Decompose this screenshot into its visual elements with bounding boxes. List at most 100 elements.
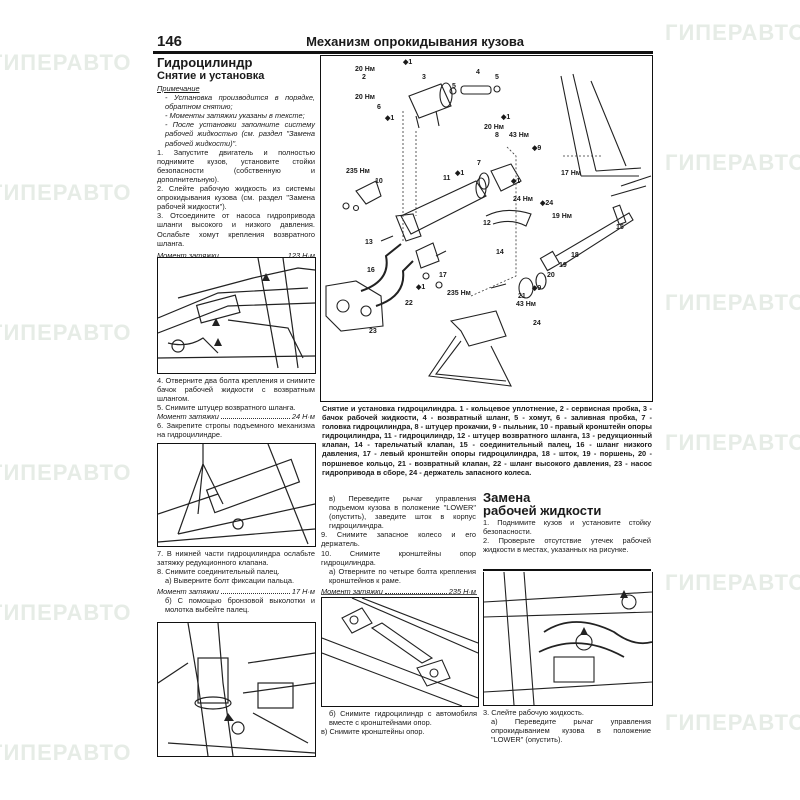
callout: 10: [375, 178, 383, 185]
callout: 43 Нм: [516, 301, 536, 308]
callout: ◆9: [532, 285, 542, 292]
torque-label: Момент затяжки: [157, 587, 219, 597]
figure-leak-check: [483, 572, 653, 706]
callout: 17: [439, 272, 447, 279]
watermark: ГИПЕРАВТО: [665, 290, 800, 315]
torque-label: Момент затяжки: [157, 412, 219, 422]
torque-label: Момент затяжки: [157, 250, 219, 260]
watermark: ГИПЕРАВТО: [0, 180, 132, 205]
middle-steps-bottom: б) Снимите гидроцилиндр с автомобиля вме…: [321, 709, 477, 736]
callout: 5: [495, 74, 499, 81]
torque-value: 123 Н·м: [287, 250, 315, 260]
callout: 4: [476, 69, 480, 76]
callout: 19: [559, 262, 567, 269]
step: а) Переведите рычаг управления опрокидыв…: [491, 717, 651, 745]
callout: 8: [495, 132, 499, 139]
callout: ◆1: [385, 115, 395, 122]
caption-body: 1 - кольцевое уплотнение, 2 - сервисная …: [322, 404, 652, 477]
torque-spec: Момент затяжки 24 Н·м: [157, 412, 315, 421]
left-section: Гидроцилиндр Снятие и установка Примечан…: [157, 55, 315, 260]
callout: 20 Нм: [355, 66, 375, 73]
watermark: ГИПЕРАВТО: [665, 150, 800, 175]
left-steps-7-8: 7. В нижней части гидроцилиндра ослабьте…: [157, 549, 315, 615]
callout: ◆9: [532, 145, 542, 152]
step: 9. Снимите запасное колесо и его держате…: [321, 530, 476, 549]
divider: [483, 569, 651, 571]
right-section: Замена рабочей жидкости 1. Поднимите куз…: [483, 491, 651, 554]
watermark: ГИПЕРАВТО: [0, 740, 132, 765]
step: б) С помощью бронзовой выколотки и молот…: [165, 596, 315, 615]
callout: ◆1: [501, 114, 511, 121]
section-title: Гидроцилиндр: [157, 55, 253, 70]
callout: ◆1: [455, 170, 465, 177]
step: 8. Снимите соединительный палец.: [157, 567, 280, 577]
step: 5. Снимите штуцер возвратного шланга.: [157, 403, 296, 413]
callout: 20 Нм: [484, 124, 504, 131]
callout: ◆24: [540, 200, 554, 207]
callout: 235 Нм: [447, 290, 471, 297]
callout: ◆1: [511, 178, 521, 185]
callout: 43 Нм: [509, 132, 529, 139]
step: 10. Снимите кронштейны опор гидроцилиндр…: [321, 548, 476, 567]
callout: 5: [452, 83, 456, 90]
watermark: ГИПЕРАВТО: [0, 600, 132, 625]
page-number: 146: [157, 33, 183, 50]
callout: 23: [369, 328, 377, 335]
right-steps-bottom: 3. Слейте рабочую жидкость. а) Переведит…: [483, 708, 651, 744]
step: 2. Слейте рабочую жидкость из системы оп…: [157, 184, 315, 212]
watermark: ГИПЕРАВТО: [665, 430, 800, 455]
callout: 22: [405, 300, 413, 307]
note-item: - Моменты затяжки указаны в тексте;: [165, 111, 305, 121]
callout: ◆1: [416, 284, 426, 291]
callout: 21: [518, 293, 526, 300]
watermark: ГИПЕРАВТО: [0, 50, 132, 75]
callout: 16: [367, 267, 375, 274]
callout: 235 Нм: [346, 168, 370, 175]
step: 7. В нижней части гидроцилиндра ослабьте…: [157, 549, 315, 568]
step: в) Снимите кронштейны опор.: [321, 727, 425, 737]
callout: 7: [477, 160, 481, 167]
figure-hydraulic-cylinder-exploded: ◆1 20 Нм 2 3 5 4 5 20 Нм 6 ◆1 ◆1 20 Нм 8…: [320, 55, 653, 402]
callout: 13: [365, 239, 373, 246]
section-title: Замена: [483, 490, 531, 505]
watermark: ГИПЕРАВТО: [665, 570, 800, 595]
step: 3. Слейте рабочую жидкость.: [483, 708, 584, 717]
callout: ◆1: [403, 59, 413, 66]
page-title: Механизм опрокидывания кузова: [306, 34, 524, 49]
figure-bracket-removal: [321, 597, 479, 707]
watermark: ГИПЕРАВТО: [665, 20, 800, 45]
callout: 2: [362, 74, 366, 81]
torque-value: 24 Н·м: [291, 412, 315, 422]
callout: 3: [422, 74, 426, 81]
step: в) Переведите рычаг управления подъемом …: [329, 494, 476, 531]
caption-title: Снятие и установка гидроцилиндра.: [322, 404, 457, 413]
section-subtitle: Снятие и установка: [157, 70, 265, 82]
note-heading: Примечание: [157, 84, 200, 93]
section-title: рабочей жидкости: [483, 503, 602, 518]
middle-steps: в) Переведите рычаг управления подъемом …: [321, 494, 476, 596]
step: 1. Запустите двигатель и полностью подни…: [157, 147, 315, 184]
diagram-caption: Снятие и установка гидроцилиндра. 1 - ко…: [322, 404, 652, 477]
step: 3. Отсоедините от насоса гидропривода шл…: [157, 211, 315, 248]
callout: 24: [533, 320, 541, 327]
watermark: ГИПЕРАВТО: [0, 460, 132, 485]
step: б) Снимите гидроцилиндр с автомобиля вме…: [329, 709, 477, 728]
callout: 14: [496, 249, 504, 256]
step: 4. Отверните два болта крепления и сними…: [157, 376, 315, 404]
callout: 18: [571, 252, 579, 259]
callout: 15: [616, 224, 624, 231]
callout: 11: [443, 175, 451, 182]
figure-pin-removal: [157, 622, 316, 757]
step: а) Отверните по четыре болта крепления к…: [329, 566, 476, 585]
callout: 19 Нм: [552, 213, 572, 220]
header-rule: [153, 51, 653, 54]
note-item: - После установки заполните систему рабо…: [165, 120, 315, 148]
torque-label: Момент затяжки: [321, 586, 383, 596]
step: 1. Поднимите кузов и установите стойку б…: [483, 518, 651, 537]
step: а) Выверните болт фиксации пальца.: [165, 576, 295, 586]
figure-sling-attachment: [157, 443, 316, 547]
note-item: - Установка производится в порядке, обра…: [165, 93, 315, 112]
step: 6. Закрепите стропы подъемного механизма…: [157, 421, 315, 440]
